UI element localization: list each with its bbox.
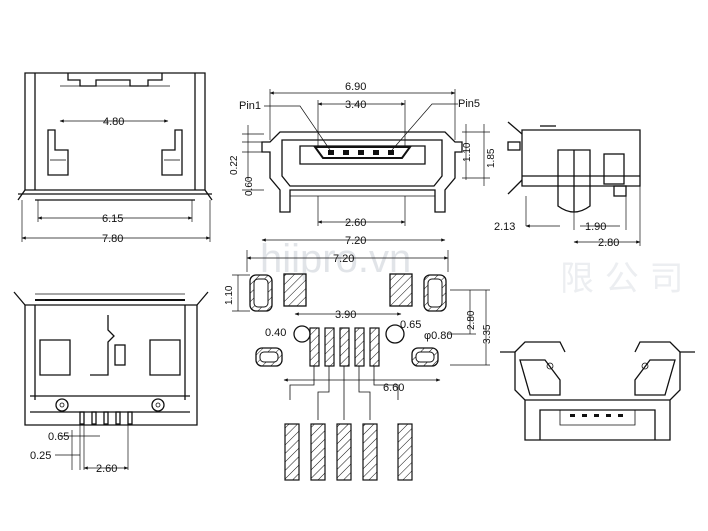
dim-7-80: 7.80 [102,233,123,245]
dim-1-85: 1.85 [486,148,497,168]
dim-0-25: 0.25 [30,450,51,462]
dim-6-15: 6.15 [102,213,123,225]
dim-phi-0-80: φ0.80 [424,330,453,342]
dim-7-20-pad: 7.20 [333,253,354,265]
dim-1-10: 1.10 [462,142,473,162]
side-view: 2.13 1.90 2.80 [494,121,641,249]
top-view: 4.80 6.15 7.80 [17,72,213,245]
dim-2-60-bottom: 2.60 [96,463,117,475]
dim-0-65: 0.65 [400,319,421,331]
dim-3-40: 3.40 [345,99,366,111]
dim-0-65-bottom: 0.65 [48,431,69,443]
dim-1-90: 1.90 [585,221,606,233]
label-pin5: Pin5 [458,98,480,110]
iso-view [500,341,695,441]
label-pin1: Pin1 [239,100,261,112]
dim-3-35: 3.35 [482,324,493,344]
dim-2-13: 2.13 [494,221,515,233]
bottom-view: 0.65 0.25 2.60 [13,291,209,475]
pad-layout: 7.20 1.10 3.90 0.40 0.65 φ0.80 [224,250,493,481]
dim-0-60: 0.60 [244,176,255,196]
dim-2-80-side: 2.80 [598,237,619,249]
bottom-pins [79,411,133,425]
pin-contacts [328,150,394,155]
signal-pads-top [309,327,380,367]
dim-6-60: 6.60 [383,382,404,394]
dim-7-20-front: 7.20 [345,235,366,247]
dim-1-10-pad: 1.10 [224,285,235,305]
dim-0-22: 0.22 [229,155,240,175]
dim-3-90: 3.90 [335,309,356,321]
signal-pads-bottom [284,423,413,481]
watermark-chinese: 限 公 司 [560,259,684,299]
front-view: 6.90 3.40 Pin1 Pin5 0.22 0.60 1.10 1.85 … [229,81,497,247]
dim-0-40: 0.40 [265,327,286,339]
dim-2-80-pad: 2.80 [466,310,477,330]
dim-2-60: 2.60 [345,217,366,229]
dim-6-90: 6.90 [345,81,366,93]
dim-4-80: 4.80 [103,116,124,128]
